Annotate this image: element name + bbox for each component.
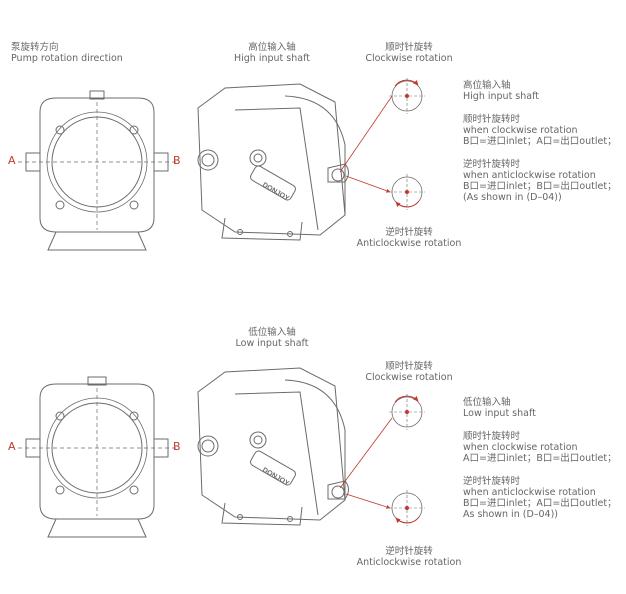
top-acw-en: Anticlockwise rotation xyxy=(356,238,462,249)
top-note: 高位输入轴 High input shaft 顺时针旋转时 when clock… xyxy=(463,80,617,203)
bottom-note-cw-ports: A口=进口inlet；B口=出口outlet； xyxy=(463,453,617,464)
acw-rotation-symbol-top xyxy=(389,174,425,210)
cw-rotation-symbol-bottom xyxy=(389,394,425,430)
bottom-acw-cn: 逆时针旋转 xyxy=(385,546,433,557)
top-note-acw-head-en: when anticlockwise rotation xyxy=(463,170,596,181)
bottom-cw-en: Clockwise rotation xyxy=(365,372,453,383)
pump-iso-view-bottom xyxy=(197,367,349,526)
bottom-acw-en: Anticlockwise rotation xyxy=(356,557,462,568)
port-b-top: B xyxy=(173,154,181,167)
top-shaft-cn: 高位输入轴 xyxy=(248,42,296,53)
bottom-shaft-cn: 低位输入轴 xyxy=(248,327,296,338)
top-shaft-label: 高位输入轴 High input shaft xyxy=(226,42,318,64)
top-note-cw-head-en: when clockwise rotation xyxy=(463,125,578,136)
top-note-title-cn: 高位输入轴 xyxy=(463,80,511,91)
pump-rotation-direction-label: 泵旋转方向 Pump rotation direction xyxy=(11,42,123,64)
direction-cn: 泵旋转方向 xyxy=(11,42,59,53)
top-note-acw-head-cn: 逆时针旋转时 xyxy=(463,159,521,170)
top-cw-en: Clockwise rotation xyxy=(365,53,453,64)
top-acw-label: 逆时针旋转 Anticlockwise rotation xyxy=(351,227,467,249)
leader-lines-top xyxy=(339,95,393,193)
bottom-note-title-en: Low input shaft xyxy=(463,408,536,419)
port-a-bottom: A xyxy=(8,440,16,453)
port-a-top: A xyxy=(8,154,16,167)
top-cw-label: 顺时针旋转 Clockwise rotation xyxy=(357,42,461,64)
pump-iso-view-top xyxy=(197,83,349,241)
bottom-note-acw-head-en: when anticlockwise rotation xyxy=(463,487,596,498)
port-b-bottom: B xyxy=(173,440,181,453)
top-acw-cn: 逆时针旋转 xyxy=(385,227,433,238)
top-note-title-en: High input shaft xyxy=(463,91,540,102)
bottom-note-acw-head-cn: 逆时针旋转时 xyxy=(463,476,521,487)
top-note-acw-ports: B口=进口inlet；B口=出口outlet； xyxy=(463,181,617,192)
top-shaft-en: High input shaft xyxy=(233,53,310,64)
top-note-acw-ref: (As shown in (D–04)) xyxy=(463,192,562,203)
bottom-shaft-en: Low input shaft xyxy=(235,338,309,349)
brand-logo-top: DONJOY xyxy=(261,182,290,203)
bottom-note-acw-ref: As shown in (D–04)) xyxy=(463,509,559,520)
pump-front-view-top xyxy=(18,90,176,251)
bottom-shaft-label: 低位输入轴 Low input shaft xyxy=(226,327,318,349)
top-note-cw-ports: B口=进口inlet；A口=出口outlet； xyxy=(463,136,617,147)
bottom-note-title-cn: 低位输入轴 xyxy=(463,397,511,408)
direction-en: Pump rotation direction xyxy=(11,53,123,64)
bottom-note-cw-head-cn: 顺时针旋转时 xyxy=(463,431,521,442)
pump-front-view-bottom xyxy=(18,376,176,538)
top-note-cw-head-cn: 顺时针旋转时 xyxy=(463,114,521,125)
leader-lines-bottom xyxy=(339,417,393,509)
acw-rotation-symbol-bottom xyxy=(389,490,425,526)
bottom-note-acw-ports: B口=进口inlet；A口=出口outlet； xyxy=(463,498,617,509)
cw-rotation-symbol-top xyxy=(389,78,425,114)
bottom-note-cw-head-en: when clockwise rotation xyxy=(463,442,578,453)
top-cw-cn: 顺时针旋转 xyxy=(385,42,433,53)
bottom-cw-label: 顺时针旋转 Clockwise rotation xyxy=(357,361,461,383)
bottom-note: 低位输入轴 Low input shaft 顺时针旋转时 when clockw… xyxy=(463,397,617,520)
bottom-acw-label: 逆时针旋转 Anticlockwise rotation xyxy=(351,546,467,568)
brand-logo-bottom: DONJOY xyxy=(261,467,290,488)
bottom-cw-cn: 顺时针旋转 xyxy=(385,361,433,372)
